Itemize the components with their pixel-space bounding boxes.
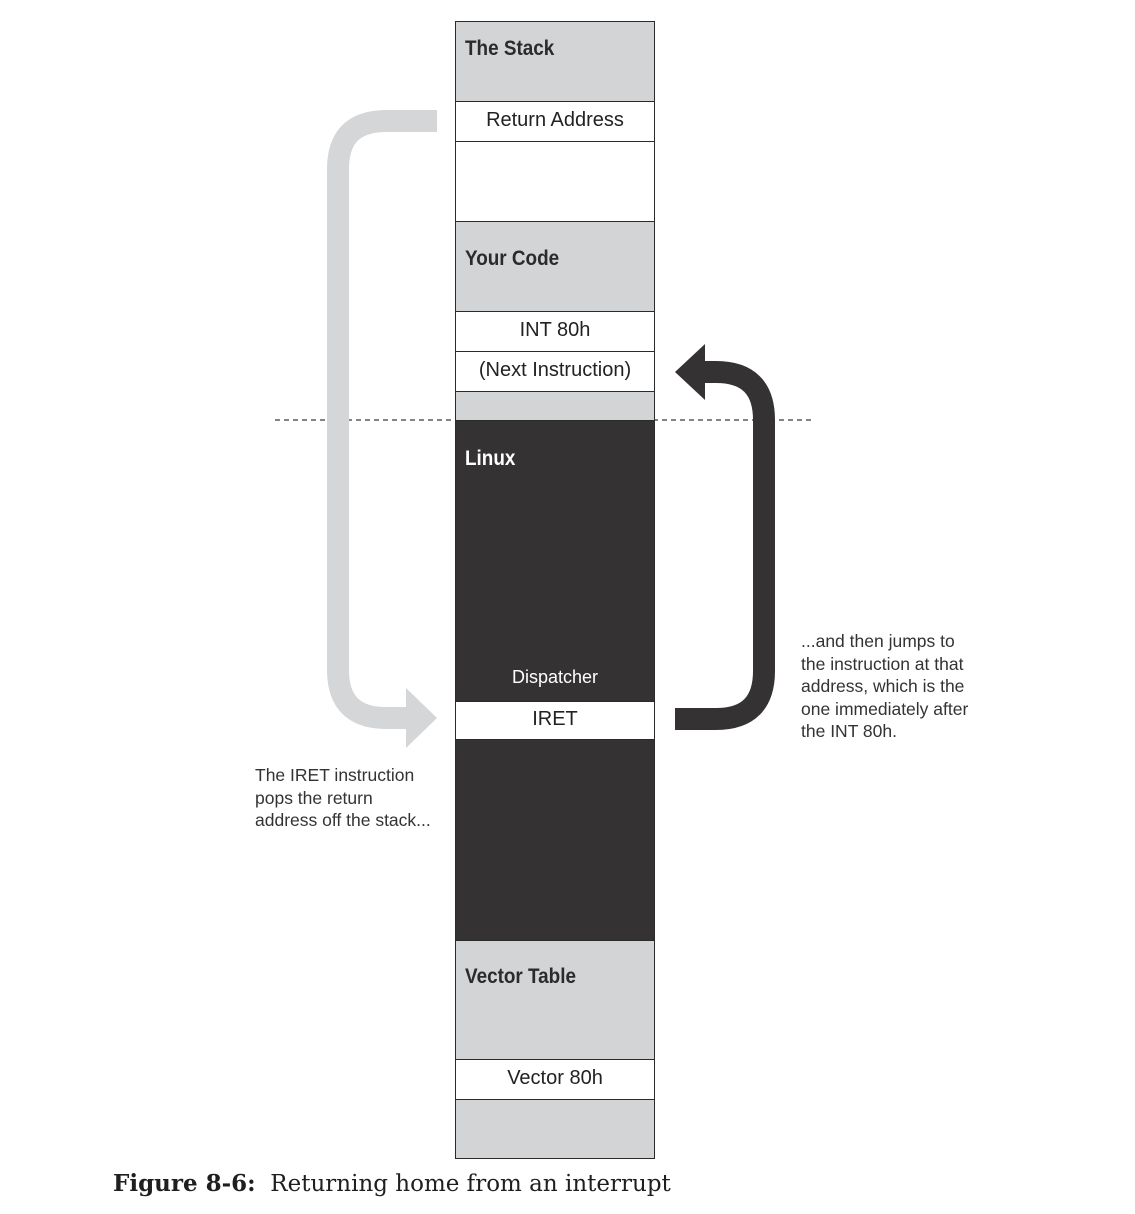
jump-back-arrowhead xyxy=(675,344,705,400)
figure-title: Returning home from an interrupt xyxy=(270,1171,671,1197)
pop-return-address-arrow-path xyxy=(327,110,437,729)
vector-table-tail-region xyxy=(455,1099,655,1159)
figure-number: Figure 8-6: xyxy=(113,1170,256,1197)
next-instruction-label: (Next Instruction) xyxy=(478,359,632,381)
left-annotation-line: address off the stack... xyxy=(255,810,431,830)
vector-80h-label: Vector 80h xyxy=(507,1067,603,1089)
vector-table-region xyxy=(455,940,655,1060)
your-code-heading: Your Code xyxy=(465,247,560,270)
your-code-tail-region xyxy=(455,391,655,421)
return-address-label: Return Address xyxy=(486,109,624,131)
right-annotation-line: the instruction at that xyxy=(801,653,964,674)
iret-label: IRET xyxy=(532,708,578,730)
left-annotation: The IRET instruction pops the return add… xyxy=(255,764,431,832)
stack-heading: The Stack xyxy=(465,37,555,60)
your-code-region xyxy=(455,221,655,312)
right-annotation-line: ...and then jumps to xyxy=(801,631,955,651)
figure-caption: Figure 8-6: Returning home from an inter… xyxy=(113,1170,671,1197)
pop-return-address-arrowhead xyxy=(406,688,437,748)
left-annotation-line: The IRET instruction xyxy=(255,765,415,785)
stack-region xyxy=(455,21,655,102)
right-annotation-line: the INT 80h. xyxy=(801,721,897,741)
right-annotation: ...and then jumps to the instruction at … xyxy=(801,630,968,743)
right-annotation-line: address, which is the xyxy=(801,676,965,696)
int-80h-label: INT 80h xyxy=(519,319,591,341)
stack-empty-region xyxy=(455,141,655,222)
right-annotation-line: one immediately after xyxy=(801,698,969,719)
linux-lower-region xyxy=(455,739,655,941)
jump-back-arrow-path xyxy=(675,361,775,730)
left-annotation-line: pops the return xyxy=(255,787,373,808)
linux-heading: Linux xyxy=(465,447,516,470)
vector-table-heading: Vector Table xyxy=(465,965,576,988)
dispatcher-label: Dispatcher xyxy=(511,667,599,687)
